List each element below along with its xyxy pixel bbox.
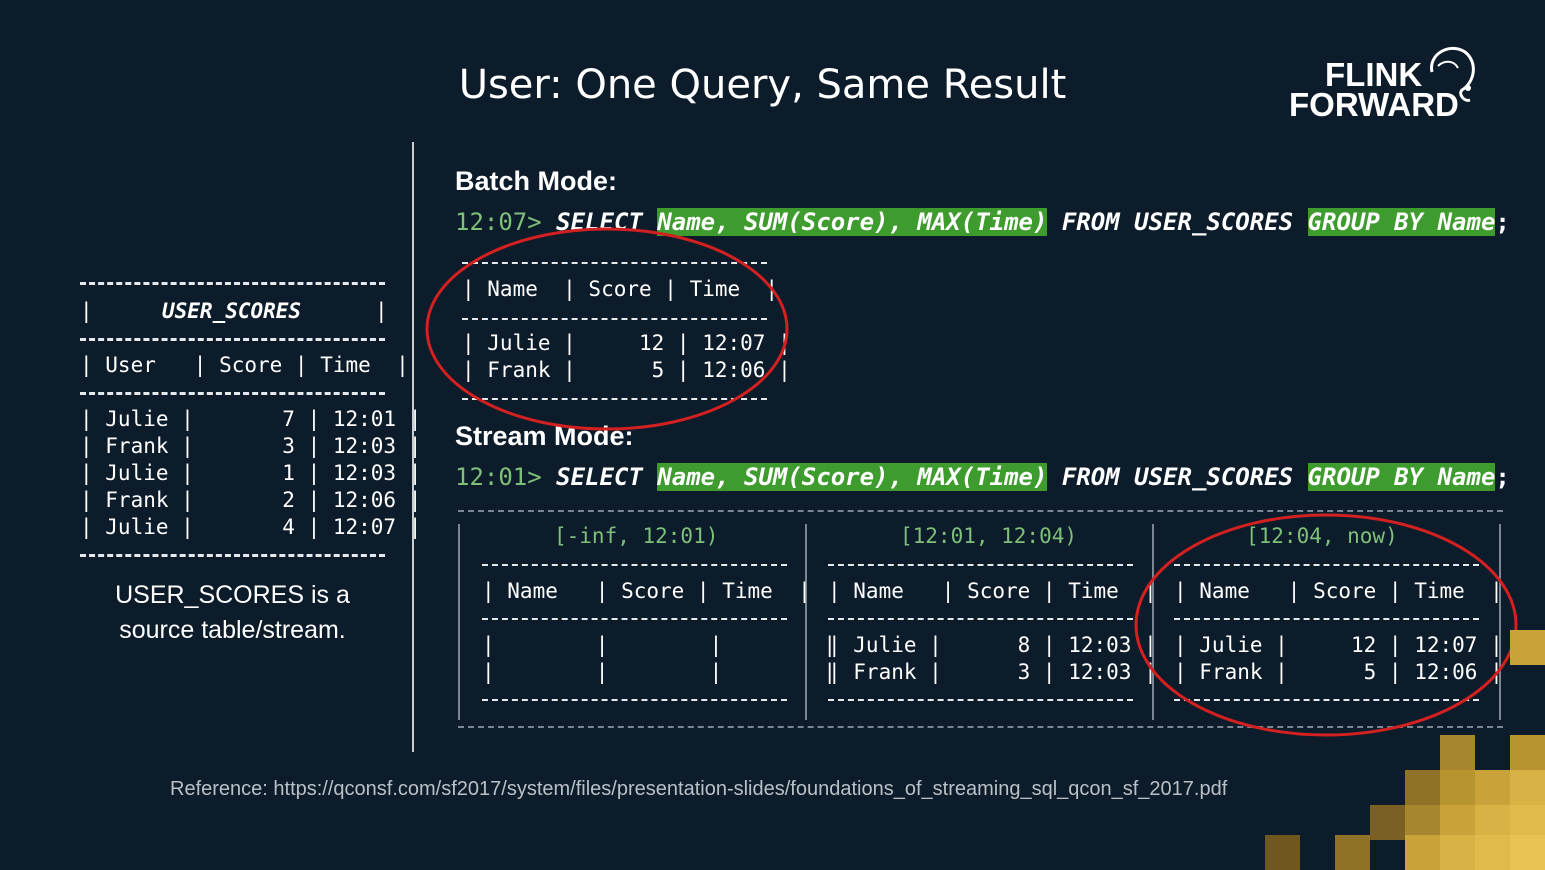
stream-windows: [-inf, 12:01) | Name | Score | Time | | …	[458, 510, 1503, 730]
group-by-clause: GROUP BY Name	[1307, 208, 1496, 236]
window-separator	[1499, 524, 1501, 720]
squirrel-icon	[1430, 46, 1475, 102]
windows-border-top	[458, 510, 1503, 512]
table-row: | Julie | 8 | 12:03 |	[828, 633, 1157, 657]
vertical-divider	[412, 142, 414, 752]
window-range: [12:01, 12:04)	[900, 524, 1078, 548]
table-row: | Frank | 2 | 12:06 |	[80, 488, 422, 512]
table-row: | Julie | 12 | 12:07 |	[1174, 633, 1503, 657]
table-name: USER_SCORES	[162, 299, 302, 323]
reference-text: Reference: https://qconsf.com/sf2017/sys…	[170, 778, 1228, 800]
table-border	[80, 554, 385, 557]
window-separator	[805, 524, 807, 720]
table-border	[482, 564, 787, 566]
table-border	[80, 338, 385, 341]
windows-border-bottom	[458, 726, 1503, 728]
query-time: 12:01>	[455, 463, 542, 491]
table-border	[1174, 699, 1479, 701]
highlight-circle	[425, 227, 789, 431]
table-border	[828, 699, 1133, 701]
table-border	[462, 318, 767, 320]
caption-line: USER_SCORES is a	[115, 581, 350, 609]
select-columns: Name, SUM(Score), MAX(Time)	[657, 463, 1048, 491]
caption-line: source table/stream.	[119, 616, 346, 644]
stream-heading: Stream Mode:	[455, 421, 634, 451]
batch-result-table: | Name | Score | Time | | Julie | 12 | 1…	[462, 262, 791, 402]
table-row: | Julie | 4 | 12:07 |	[80, 515, 422, 539]
highlight-circle	[1134, 513, 1518, 737]
stream-query: 12:01> SELECT Name, SUM(Score), MAX(Time…	[455, 462, 1510, 492]
window-separator	[1152, 524, 1154, 720]
table-border	[1174, 564, 1479, 566]
table-border	[462, 398, 767, 400]
table-row: | | | |	[482, 633, 837, 657]
semicolon: ;	[1495, 463, 1510, 491]
semicolon: ;	[1495, 208, 1510, 236]
table-border	[462, 262, 767, 264]
batch-query: 12:07> SELECT Name, SUM(Score), MAX(Time…	[455, 207, 1510, 237]
from-clause: FROM USER_SCORES	[1061, 463, 1294, 491]
logo-line2: FORWARD	[1289, 86, 1459, 123]
table-header: | Name | Score | Time |	[828, 579, 1157, 603]
table-row: | Frank | 3 | 12:03 |	[80, 434, 422, 458]
left-caption: USER_SCORES is a source table/stream.	[70, 578, 395, 648]
gold-pixel-decoration	[1265, 630, 1545, 870]
table-bar-right: |	[375, 299, 388, 323]
table-border	[80, 282, 385, 285]
table-border	[482, 618, 787, 620]
table-row: | Julie | 12 | 12:07 |	[462, 331, 791, 355]
from-clause: FROM USER_SCORES	[1061, 208, 1294, 236]
table-border	[828, 564, 1133, 566]
table-header: | User | Score | Time |	[80, 353, 409, 377]
table-bar-left: |	[80, 299, 93, 323]
group-by-clause: GROUP BY Name	[1307, 463, 1496, 491]
table-border	[482, 699, 787, 701]
table-row: | Frank | 5 | 12:06 |	[462, 358, 791, 382]
slide-title: User: One Query, Same Result	[458, 62, 1067, 108]
select-keyword: SELECT	[556, 463, 643, 491]
table-row: | Frank | 3 | 12:03 |	[828, 660, 1157, 684]
batch-heading: Batch Mode:	[455, 166, 617, 196]
table-row: | Julie | 1 | 12:03 |	[80, 461, 422, 485]
table-header: | Name | Score | Time |	[482, 579, 811, 603]
query-time: 12:07>	[455, 208, 542, 236]
table-row: | | | |	[482, 660, 837, 684]
table-border	[828, 618, 1133, 620]
window-separator	[458, 524, 460, 720]
window-range: [12:04, now)	[1246, 524, 1398, 548]
table-border	[80, 392, 385, 395]
select-columns: Name, SUM(Score), MAX(Time)	[657, 208, 1048, 236]
user-scores-table: | USER_SCORES | | User | Score | Time | …	[80, 282, 421, 557]
table-border	[1174, 618, 1479, 620]
table-row: | Julie | 7 | 12:01 |	[80, 407, 422, 431]
table-header: | Name | Score | Time |	[1174, 579, 1503, 603]
logo-line1: FLINK	[1325, 56, 1423, 93]
flink-forward-logo: FLINK FORWARD	[1285, 46, 1485, 130]
window-range: [-inf, 12:01)	[554, 524, 719, 548]
